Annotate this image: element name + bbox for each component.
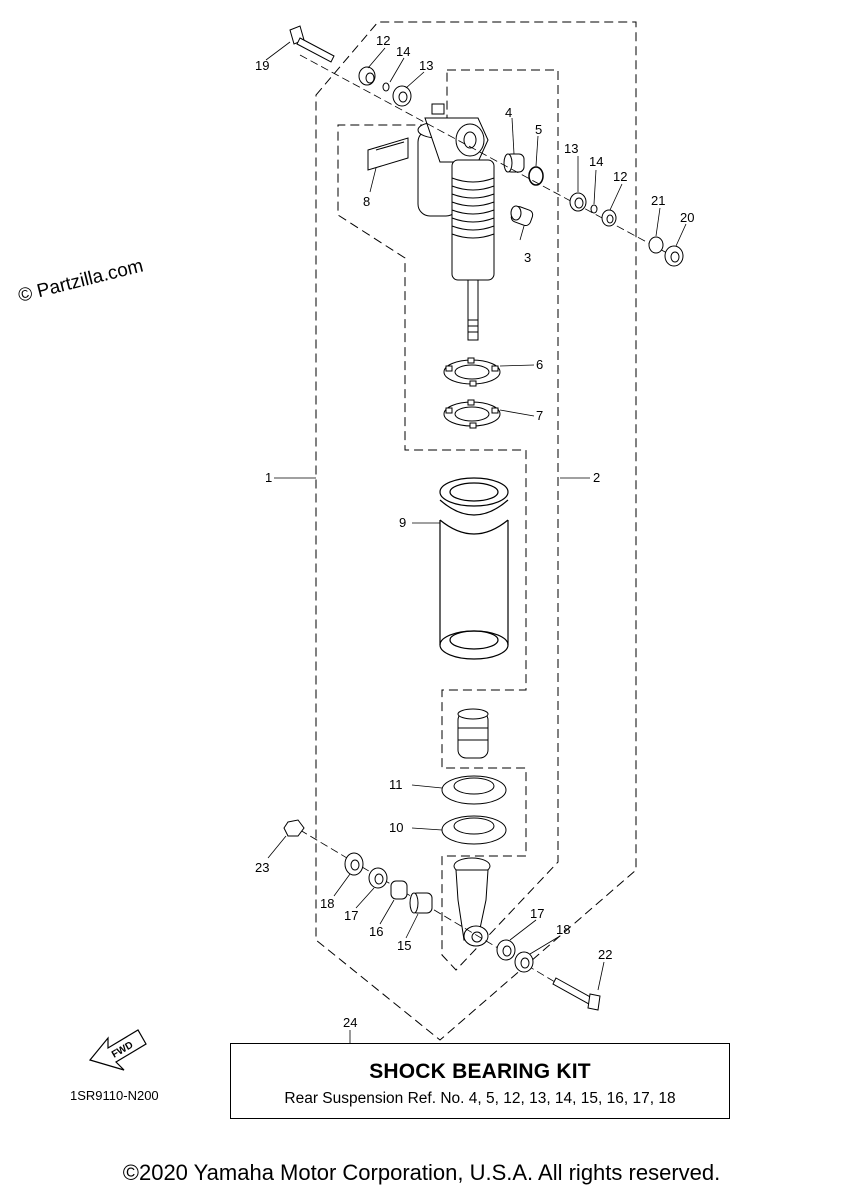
callout-17-right: 17 [530, 906, 544, 921]
ring-nut-7 [443, 399, 501, 429]
o-ring-14-right [590, 204, 598, 214]
seal-5 [528, 166, 544, 186]
callout-12-top: 12 [376, 33, 390, 48]
oil-seal-13-right [569, 192, 587, 212]
callout-6: 6 [536, 357, 543, 372]
collar-18-right [514, 951, 534, 973]
bearing-upper [431, 103, 445, 115]
callout-17-left: 17 [344, 908, 358, 923]
callout-18-right: 18 [556, 922, 570, 937]
callout-4: 4 [505, 105, 512, 120]
bushing-4 [503, 153, 525, 173]
callout-13-top: 13 [419, 58, 433, 73]
collar-18-left [344, 852, 364, 876]
leader-lines [265, 41, 687, 1043]
callout-1: 1 [265, 470, 272, 485]
spring-guide-10 [441, 815, 507, 845]
seal-17-left [368, 867, 388, 889]
washer-21 [648, 236, 664, 254]
bearing-15 [409, 892, 433, 914]
spring-seat-11 [441, 775, 507, 805]
callout-23: 23 [255, 860, 269, 875]
callout-18-left: 18 [320, 896, 334, 911]
shock-absorber-body [417, 117, 495, 341]
callout-13-right: 13 [564, 141, 578, 156]
collar-12-left [358, 66, 376, 86]
callout-2: 2 [593, 470, 600, 485]
callout-12-right: 12 [613, 169, 627, 184]
callout-14-right: 14 [589, 154, 603, 169]
kit-subtitle: Rear Suspension Ref. No. 4, 5, 12, 13, 1… [284, 1090, 676, 1107]
adjuster-3 [510, 205, 534, 227]
copyright-notice: ©2020 Yamaha Motor Corporation, U.S.A. A… [122, 1160, 721, 1185]
seal-17-right [496, 939, 516, 961]
callout-20: 20 [680, 210, 694, 225]
label-plate-8 [367, 137, 409, 171]
oil-seal-13-left [392, 85, 412, 107]
ring-nut-6 [443, 357, 501, 387]
callout-16: 16 [369, 924, 383, 939]
kit-title: SHOCK BEARING KIT [369, 1060, 591, 1083]
nut-23 [283, 819, 305, 837]
callout-24: 24 [343, 1015, 357, 1030]
bump-stopper [457, 708, 489, 759]
callout-9: 9 [399, 515, 406, 530]
o-ring-14-left [382, 82, 390, 92]
callout-15: 15 [397, 938, 411, 953]
diagram-code: 1SR9110-N200 [70, 1088, 159, 1103]
callout-3: 3 [524, 250, 531, 265]
callout-8: 8 [363, 194, 370, 209]
callout-14-top: 14 [396, 44, 410, 59]
collar-16 [390, 880, 408, 900]
spring-9 [439, 477, 509, 660]
callout-22: 22 [598, 947, 612, 962]
bolt-19 [289, 25, 335, 63]
assembly-outline-2 [337, 69, 559, 971]
shock-bearing-kit-box: SHOCK BEARING KIT Rear Suspension Ref. N… [230, 1043, 730, 1119]
lower-clevis [453, 857, 491, 947]
bolt-22 [552, 977, 601, 1011]
callout-19: 19 [255, 58, 269, 73]
nut-20 [664, 245, 684, 267]
collar-12-right [601, 209, 617, 227]
callout-21: 21 [651, 193, 665, 208]
fwd-arrow-icon [88, 1029, 147, 1071]
callout-7: 7 [536, 408, 543, 423]
callout-11: 11 [389, 777, 403, 792]
callout-5: 5 [535, 122, 542, 137]
partzilla-watermark: © Partzilla.com [16, 256, 145, 307]
callout-10: 10 [389, 820, 403, 835]
